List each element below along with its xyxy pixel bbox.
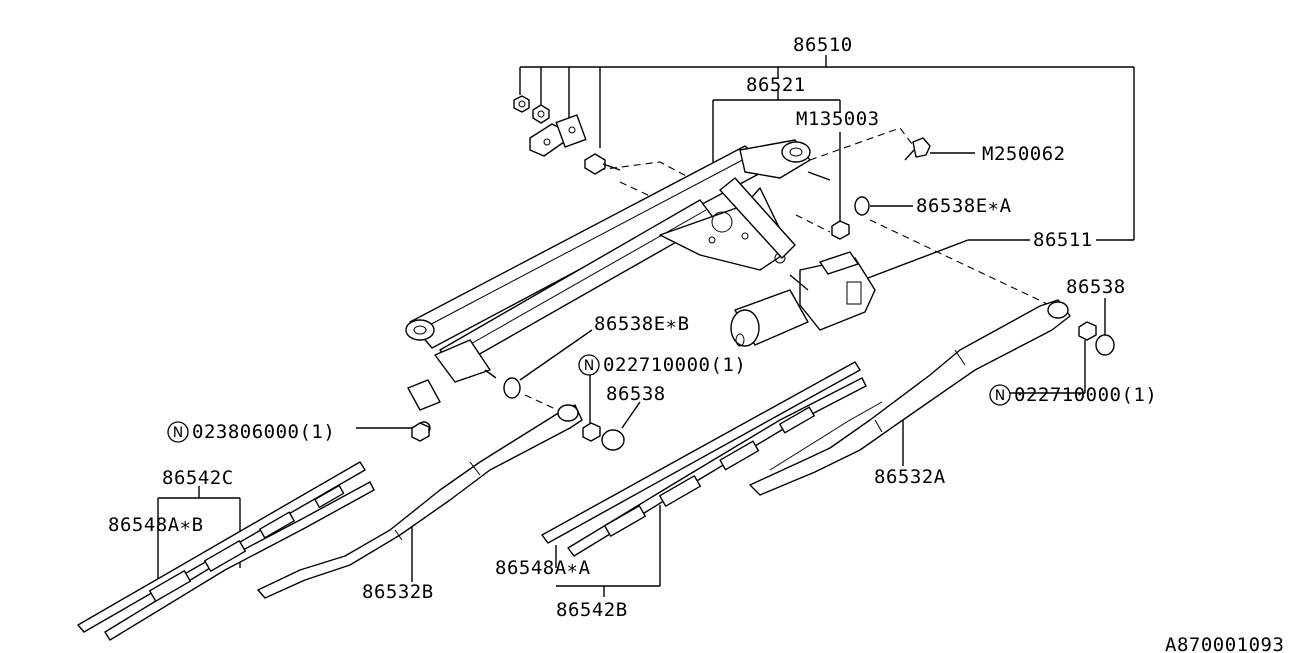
label-022710000-right: 022710000(1) bbox=[1014, 384, 1157, 406]
label-86538-center: 86538 bbox=[606, 383, 666, 405]
svg-text:N: N bbox=[584, 358, 594, 374]
label-86532b: 86532B bbox=[362, 581, 434, 603]
wiper-arm-right-86532a bbox=[749, 299, 1071, 496]
label-86538e-a: 86538E∗A bbox=[916, 195, 1012, 217]
wiper-motor bbox=[730, 251, 876, 347]
label-86538e-b: 86538E∗B bbox=[594, 313, 690, 335]
leader-lines bbox=[157, 55, 1135, 597]
label-86542c: 86542C bbox=[162, 467, 234, 489]
figure-code: A870001093 bbox=[1165, 634, 1284, 653]
part-labels: 86510 86521 M135003 M250062 86538E∗A 865… bbox=[108, 34, 1284, 653]
label-86548a-b: 86548A∗B bbox=[108, 514, 204, 536]
svg-text:N: N bbox=[173, 425, 183, 441]
n-symbol-023806000: N bbox=[167, 421, 189, 443]
wiper-blade-left-86542c bbox=[77, 461, 375, 641]
assembly-dashed-lines bbox=[524, 127, 1061, 419]
fasteners bbox=[411, 137, 1115, 451]
label-m135003: M135003 bbox=[796, 108, 880, 130]
svg-text:N: N bbox=[995, 388, 1005, 404]
wiper-arm-left-86532b bbox=[257, 404, 583, 599]
n-symbol-022710000-center: N bbox=[578, 354, 600, 376]
label-022710000-center: 022710000(1) bbox=[603, 354, 746, 376]
label-86521: 86521 bbox=[746, 74, 806, 96]
label-86510: 86510 bbox=[793, 34, 853, 56]
label-86548a-a: 86548A∗A bbox=[495, 557, 591, 579]
wiper-linkage-frame bbox=[405, 139, 831, 435]
label-86542b: 86542B bbox=[556, 599, 628, 621]
label-023806000: 023806000(1) bbox=[192, 421, 335, 443]
wiper-blade-right-86542b bbox=[541, 361, 867, 557]
label-m250062: M250062 bbox=[982, 143, 1066, 165]
n-symbol-022710000-right: N bbox=[989, 384, 1011, 406]
label-86532a: 86532A bbox=[874, 466, 946, 488]
hardware-cluster-top-left bbox=[513, 95, 621, 175]
label-86538-right: 86538 bbox=[1066, 276, 1126, 298]
label-86511: 86511 bbox=[1033, 229, 1093, 251]
